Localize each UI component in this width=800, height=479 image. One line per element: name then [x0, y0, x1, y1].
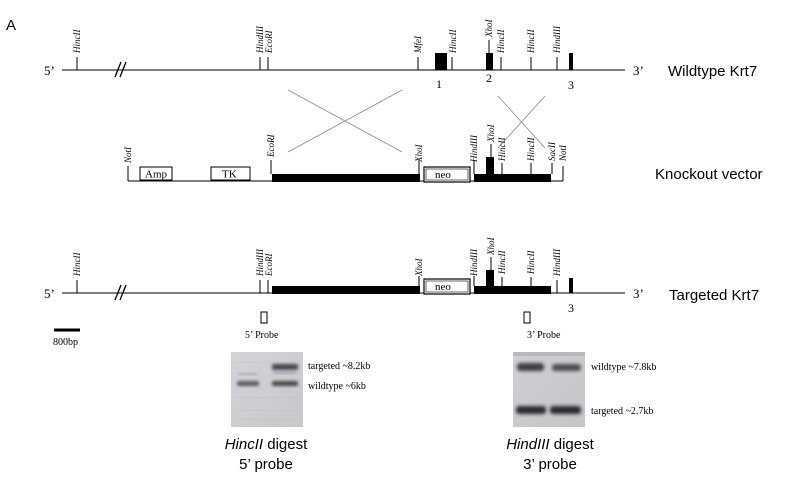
wildtype-site-xhoi: XhoI	[484, 19, 494, 38]
scale-bar-label: 800bp	[53, 337, 78, 348]
vector-3-arm	[474, 174, 551, 182]
vector-tk-label: TK	[222, 169, 237, 181]
southern-blot-right: wildtype ~7.8kb targeted ~2.7kb HindIII …	[506, 352, 656, 473]
targeted-3-arm	[474, 286, 551, 294]
wildtype-site-hincii-4: HincII	[526, 29, 536, 54]
targeted-site-hindiii-3: HindIII	[552, 248, 562, 277]
blot-right-caption-line1: HindIII digest	[506, 436, 594, 453]
blot-left-caption-probe: 5’ probe	[239, 456, 293, 473]
wildtype-exon-2	[486, 53, 493, 70]
vector-site-ecori: EcoRI	[266, 134, 276, 158]
vector-tk-box	[210, 166, 251, 181]
targeted-site-ecori: EcoRI	[264, 253, 274, 277]
wildtype-exon-1	[435, 53, 447, 70]
wildtype-site-ticks	[76, 40, 558, 70]
wildtype-site-hincii-3: HincII	[496, 29, 506, 54]
vector-site-sacii: SacII	[547, 141, 557, 161]
targeted-site-hincii-2: HincII	[497, 250, 507, 275]
targeted-site-xhoi-2: XhoI	[486, 237, 496, 256]
targeted-5prime: 5’	[44, 286, 55, 301]
wildtype-site-mfei: MfeI	[413, 35, 423, 54]
targeted-site-ticks	[76, 257, 558, 293]
targeted-break-mark	[114, 284, 127, 301]
targeted-site-hincii-1: HincII	[72, 252, 82, 277]
blot-left-caption-line1: HincII digest	[225, 436, 308, 453]
wildtype-5prime: 5’	[44, 63, 55, 78]
targeted-site-hincii-3: HincII	[526, 250, 536, 275]
vector-amp-label: Amp	[145, 169, 168, 181]
vector-site-xhoi-1: XhoI	[414, 144, 424, 163]
vector-site-xhoi-2: XhoI	[486, 124, 496, 143]
knockout-vector-map: Amp TK neo NotI EcoRI XhoI HindIII XhoI …	[123, 124, 763, 183]
wildtype-break-mark	[114, 61, 127, 78]
probe-3-label: 3’ Probe	[527, 330, 561, 341]
blot-left-caption-suffix: digest	[263, 436, 308, 453]
vector-site-ticks	[270, 144, 553, 174]
blot-right-band-lower: targeted ~2.7kb	[591, 406, 653, 417]
probe-5-box	[260, 311, 268, 324]
wildtype-exon-3	[569, 53, 573, 70]
wildtype-exon-label-3: 3	[568, 78, 574, 92]
targeted-5-arm	[272, 286, 420, 294]
wildtype-exon-label-2: 2	[486, 71, 492, 85]
targeted-site-hindiii-1: HindIII	[255, 248, 265, 277]
vector-exon-2	[486, 157, 494, 175]
blot-left-band-upper: targeted ~8.2kb	[308, 361, 370, 372]
vector-site-hindiii: HindIII	[469, 134, 479, 163]
panel-label: A	[6, 17, 16, 34]
targeted-title: Targeted Krt7	[669, 287, 759, 304]
targeted-site-hindiii-2: HindIII	[469, 248, 479, 277]
vector-site-noti-2: NotI	[558, 144, 568, 162]
homologous-recombination-crosses	[287, 89, 546, 153]
wildtype-site-hindiii-1: HindIII	[255, 25, 265, 54]
wildtype-site-ecori: EcoRI	[264, 30, 274, 54]
southern-blot-left: targeted ~8.2kb wildtype ~6kb HincII dig…	[225, 352, 370, 473]
wildtype-map: 5’ 3’ 1 2 3 HincII HindIII EcoRI	[44, 19, 757, 92]
vector-title: Knockout vector	[655, 166, 763, 183]
targeted-exon-label-3: 3	[568, 301, 574, 315]
wildtype-3prime: 3’	[633, 63, 644, 78]
probe-5-label: 5’ Probe	[245, 330, 279, 341]
blot-right-caption-probe: 3’ probe	[523, 456, 577, 473]
vector-neo-box	[423, 166, 471, 183]
targeted-site-xhoi-1: XhoI	[414, 258, 424, 277]
wildtype-site-hindiii-2: HindIII	[552, 25, 562, 54]
vector-site-hincii-2: HincII	[526, 137, 536, 162]
targeted-exon-2	[486, 270, 494, 287]
wildtype-title: Wildtype Krt7	[668, 63, 757, 80]
wildtype-exon-label-1: 1	[436, 77, 442, 91]
blot-right-caption-suffix: digest	[550, 436, 595, 453]
blot-right-caption-enzyme: HindIII	[506, 436, 549, 453]
wildtype-site-hincii-1: HincII	[72, 29, 82, 54]
vector-5-arm	[272, 174, 420, 182]
targeted-exon-3	[569, 278, 573, 293]
targeted-3prime: 3’	[633, 286, 644, 301]
blot-left-caption-enzyme: HincII	[225, 436, 263, 453]
blot-left-band-lower: wildtype ~6kb	[308, 381, 366, 392]
vector-site-hincii-1: HincII	[497, 137, 507, 162]
targeted-map: 5’ 3’ neo 3 HincII HindIII E	[44, 237, 759, 315]
vector-site-noti-1: NotI	[123, 146, 133, 164]
wildtype-site-hincii-2: HincII	[448, 29, 458, 54]
targeted-neo-box	[423, 278, 471, 295]
probe-3-box	[523, 311, 531, 324]
blot-right-band-upper: wildtype ~7.8kb	[591, 362, 656, 373]
vector-amp-box	[139, 166, 173, 181]
vector-neo-label: neo	[435, 169, 451, 181]
targeted-neo-label: neo	[435, 281, 451, 293]
